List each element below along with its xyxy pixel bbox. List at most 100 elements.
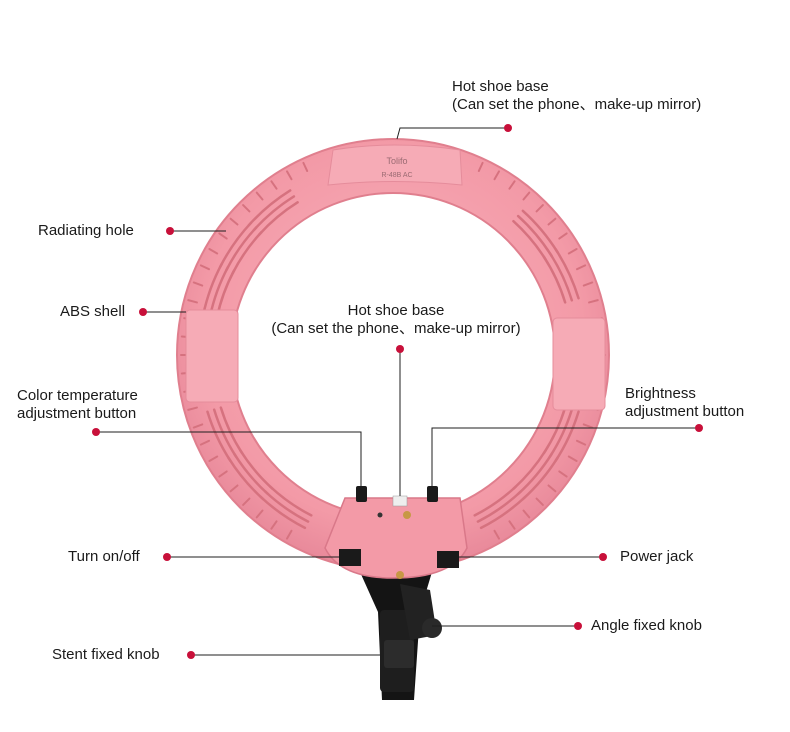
vent-slot xyxy=(547,484,557,493)
dot-power-jack xyxy=(599,553,607,561)
callout-dots xyxy=(92,124,703,659)
label-abs-shell: ABS shell xyxy=(60,303,125,321)
label-stent-knob: Stent fixed knob xyxy=(52,646,160,664)
stand-base xyxy=(360,572,442,700)
vent-slot xyxy=(255,509,264,519)
vent-slot xyxy=(575,264,587,271)
label-hot-shoe-center-line2: (Can set the phone、make-up mirror) xyxy=(271,320,521,337)
vent-slot xyxy=(286,170,293,181)
control-box xyxy=(324,486,468,579)
vent-slot xyxy=(270,520,278,530)
label-brightness-line2: adjustment button xyxy=(625,403,745,420)
color-temp-knob xyxy=(356,486,367,502)
vent-arc xyxy=(473,485,518,517)
leader-hot-shoe-top xyxy=(396,127,508,140)
vent-slot xyxy=(229,217,239,226)
label-hot-shoe-center: Hot shoe base (Can set the phone、make-up… xyxy=(250,302,542,338)
vent-arc xyxy=(257,201,299,236)
leader-brightness xyxy=(431,427,699,486)
label-brightness-line1: Brightness xyxy=(625,385,696,402)
vent-arc xyxy=(252,195,296,232)
vent-arc xyxy=(548,251,574,302)
vent-slot xyxy=(547,217,557,226)
vent-slot xyxy=(199,264,211,271)
dot-power-switch xyxy=(163,553,171,561)
label-hot-shoe-center-line1: Hot shoe base xyxy=(347,302,445,319)
vent-slot xyxy=(558,232,568,240)
vent-arc xyxy=(542,255,567,304)
leader-color-temp xyxy=(96,431,362,486)
vent-slot xyxy=(187,406,198,411)
dot-hot-shoe-top xyxy=(504,124,512,132)
center-hot-shoe xyxy=(392,495,408,507)
label-brightness: Brightness adjustment button xyxy=(625,385,744,421)
label-angle-knob: Angle fixed knob xyxy=(591,617,702,635)
vent-slot xyxy=(582,281,594,287)
vent-slot xyxy=(192,423,204,429)
vent-slot xyxy=(493,170,500,181)
brand-logo: Tolifo xyxy=(386,156,407,166)
vent-slot xyxy=(270,180,278,190)
dot-radiating-hole xyxy=(166,227,174,235)
vent-slot xyxy=(535,497,544,506)
label-radiating-hole: Radiating hole xyxy=(38,222,134,240)
vent-arc xyxy=(264,490,310,523)
label-hot-shoe-top-line1: Hot shoe base xyxy=(452,78,549,95)
vent-slot xyxy=(218,232,228,240)
label-power-switch-line1: Turn on/off xyxy=(68,548,140,565)
brightness-knob xyxy=(427,486,438,502)
label-color-temp-line1: Color temperature xyxy=(17,387,138,404)
vent-slot xyxy=(208,455,219,462)
vent-arc xyxy=(247,189,292,227)
vent-slot xyxy=(242,204,251,213)
vent-slot xyxy=(199,439,211,446)
label-radiating-hole-line1: Radiating hole xyxy=(38,222,134,239)
vent-arc xyxy=(259,495,307,530)
dot-hot-shoe-center xyxy=(396,345,404,353)
vent-arc xyxy=(219,406,244,455)
dot-abs-shell xyxy=(139,308,147,316)
vent-slot xyxy=(522,191,531,201)
vent-slot xyxy=(242,497,251,506)
vent-slot xyxy=(208,248,219,255)
vent-slot xyxy=(286,529,293,540)
label-power-jack: Power jack xyxy=(620,548,693,566)
power-jack-socket xyxy=(437,551,459,568)
label-power-jack-line1: Power jack xyxy=(620,548,694,565)
label-power-switch: Turn on/off xyxy=(68,548,140,566)
vent-slot xyxy=(522,509,531,519)
dot-stent-knob xyxy=(187,651,195,659)
vent-slot xyxy=(567,455,578,462)
vent-slot xyxy=(588,299,599,304)
vent-slot xyxy=(493,529,500,540)
dot-color-temp xyxy=(92,428,100,436)
vent-slot xyxy=(508,180,516,190)
vent-slot xyxy=(302,161,309,173)
vent-slot xyxy=(567,248,578,255)
vent-slot xyxy=(477,161,484,173)
vent-slot xyxy=(535,204,544,213)
dot-angle-knob xyxy=(574,622,582,630)
vent-arc xyxy=(212,408,238,459)
ring-body xyxy=(176,138,610,572)
vent-slot xyxy=(582,423,594,429)
angle-knob-shape xyxy=(422,618,442,638)
label-stent-knob-line1: Stent fixed knob xyxy=(52,646,160,663)
vent-arc xyxy=(479,495,527,530)
vent-slot xyxy=(229,484,239,493)
vent-arc xyxy=(554,248,580,300)
vent-arc xyxy=(206,410,232,462)
dot-brightness xyxy=(695,424,703,432)
stent-knob-shape xyxy=(384,640,414,668)
vent-slot xyxy=(575,439,587,446)
label-hot-shoe-top-line2: (Can set the phone、make-up mirror) xyxy=(452,96,702,113)
label-angle-knob-line1: Angle fixed knob xyxy=(591,617,702,634)
label-abs-shell-line1: ABS shell xyxy=(60,303,126,320)
vent-slot xyxy=(192,281,204,287)
vent-slot xyxy=(558,470,568,478)
vent-slot xyxy=(218,470,228,478)
label-color-temp: Color temperature adjustment button xyxy=(17,387,138,423)
vent-slot xyxy=(187,299,198,304)
label-hot-shoe-top: Hot shoe base (Can set the phone、make-up… xyxy=(452,78,701,114)
